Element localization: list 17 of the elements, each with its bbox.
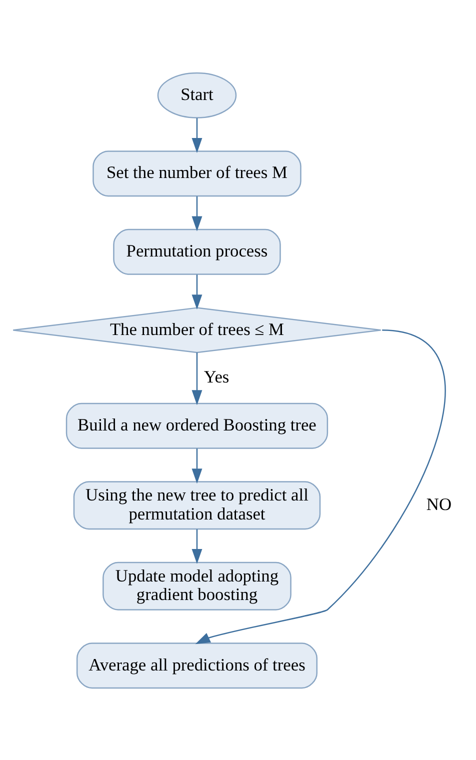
- arrow: [192, 528, 202, 564]
- arrow: [192, 196, 202, 231]
- arrow: [195, 329, 446, 644]
- arrow: [192, 448, 202, 484]
- arrow: [192, 118, 202, 152]
- arrow: [192, 274, 202, 309]
- node-box: Set the number of trees M: [92, 150, 302, 196]
- node-ellipse: Start: [157, 72, 237, 118]
- node-box: Average all predictions of trees: [76, 642, 318, 688]
- node-box: Permutation process: [113, 228, 281, 274]
- edge-label: Yes: [204, 367, 230, 386]
- node-box: Build a new ordered Boosting tree: [66, 402, 328, 448]
- node-box: Update model adopting gradient boosting: [102, 561, 292, 610]
- node-box: Using the new tree to predict all permutation dataset: [73, 480, 321, 530]
- arrow: [192, 352, 202, 405]
- node-diamond: The number of trees ≤ M: [12, 306, 382, 353]
- edge-label: NO: [426, 494, 452, 514]
